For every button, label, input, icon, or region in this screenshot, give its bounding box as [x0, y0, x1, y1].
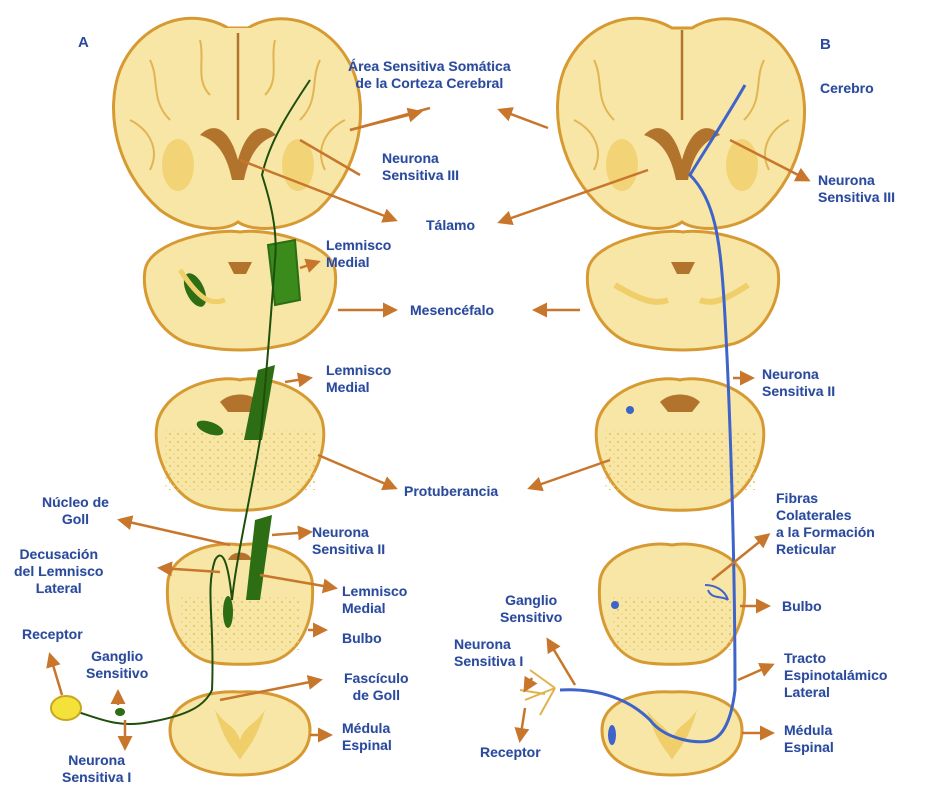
label-talamo: Tálamo: [426, 217, 475, 234]
label-mesencefalo: Mesencéfalo: [410, 302, 494, 319]
pons-a: [156, 365, 324, 510]
label-neurona-ii-a: Neurona Sensitiva II: [312, 524, 385, 558]
label-bulbo-b: Bulbo: [782, 598, 822, 615]
label-medula-b: Médula Espinal: [784, 722, 834, 756]
panel-a-letter: A: [78, 34, 89, 51]
label-fasciculo-goll: Fascículo de Goll: [344, 670, 409, 704]
label-neurona-i-a: Neurona Sensitiva I: [62, 752, 131, 786]
label-bulbo-a: Bulbo: [342, 630, 382, 647]
label-neurona-iii-a: Neurona Sensitiva III: [382, 150, 459, 184]
receptor-a-shape: [51, 696, 81, 720]
label-neurona-iii-b: Neurona Sensitiva III: [818, 172, 895, 206]
label-decusacion: Decusación del Lemnisco Lateral: [14, 546, 103, 597]
label-cerebro: Cerebro: [820, 80, 874, 97]
panel-b-letter: B: [820, 36, 831, 53]
label-ganglio-b: Ganglio Sensitivo: [500, 592, 562, 626]
medulla-a: [167, 515, 312, 664]
label-lemnisco-medial-3: Lemnisco Medial: [342, 583, 407, 617]
label-medula-a: Médula Espinal: [342, 720, 392, 754]
spinal-cord-a: [170, 692, 310, 775]
label-receptor-a: Receptor: [22, 626, 83, 643]
label-area-sensitiva: Área Sensitiva Somática de la Corteza Ce…: [348, 58, 511, 92]
label-receptor-b: Receptor: [480, 744, 541, 761]
midbrain-a: [144, 231, 335, 350]
label-neurona-i-b: Neurona Sensitiva I: [454, 636, 523, 670]
label-neurona-ii-b: Neurona Sensitiva II: [762, 366, 835, 400]
midbrain-b: [587, 231, 778, 350]
label-protuberancia: Protuberancia: [404, 483, 498, 500]
label-lemnisco-medial-2: Lemnisco Medial: [326, 362, 391, 396]
label-tracto-espinotalamico: Tracto Espinotalámico Lateral: [784, 650, 887, 701]
label-nucleo-goll: Núcleo de Goll: [42, 494, 109, 528]
brain-a: [113, 18, 360, 228]
label-lemnisco-medial-1: Lemnisco Medial: [326, 237, 391, 271]
brain-b: [557, 18, 804, 228]
pons-b: [596, 379, 764, 510]
label-fibras-colaterales: Fibras Colaterales a la Formación Reticu…: [776, 490, 875, 558]
medulla-b: [599, 544, 744, 664]
label-ganglio-a: Ganglio Sensitivo: [86, 648, 148, 682]
